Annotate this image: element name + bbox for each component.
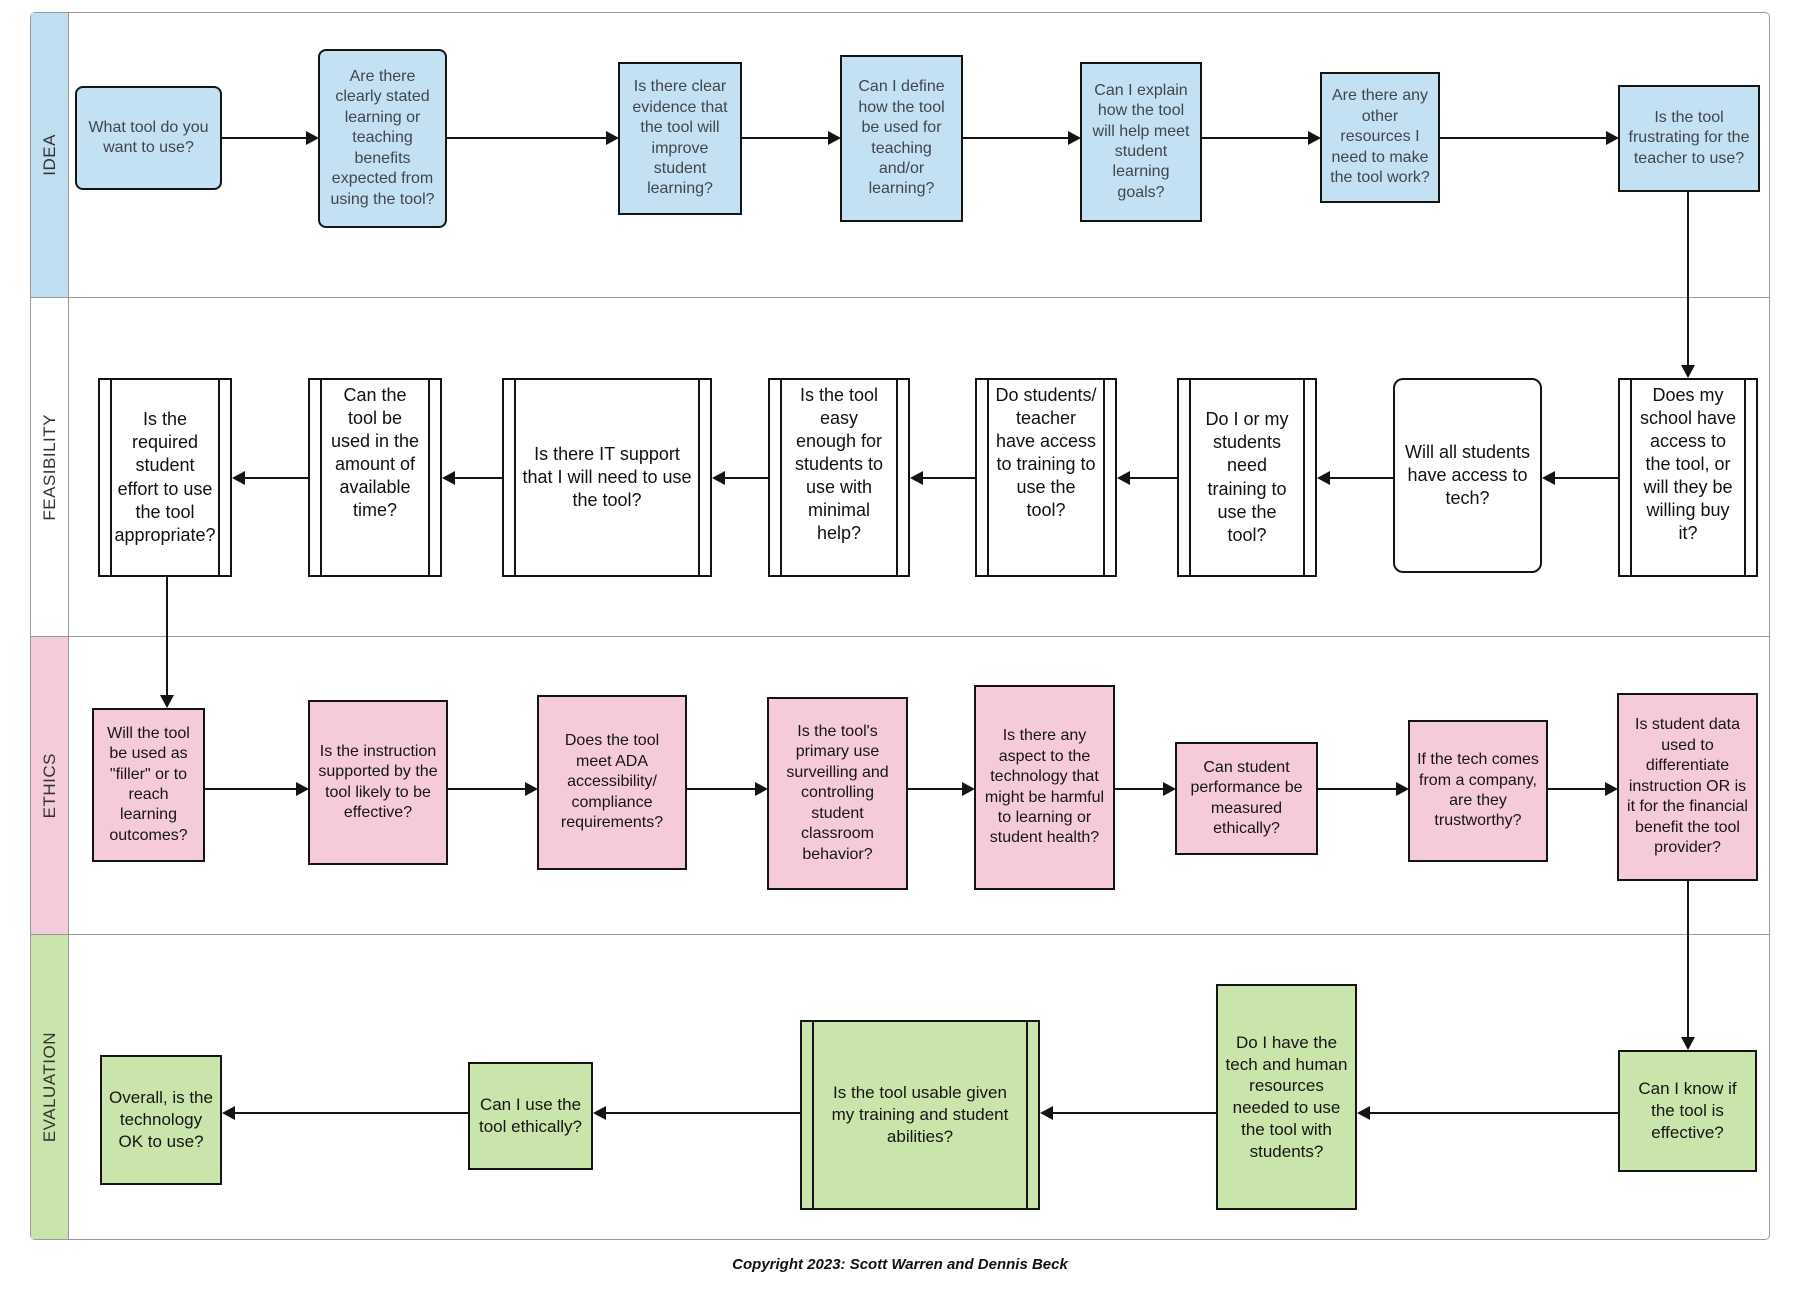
arrow-right: [908, 782, 975, 796]
arrow-left: [222, 1106, 468, 1120]
lane-feasibility: FEASIBILITY: [31, 298, 1769, 637]
arrow-down: [160, 577, 174, 708]
step-student-data-use: Is student data used to differentiate in…: [1617, 693, 1758, 881]
lane-ethics: ETHICS: [31, 637, 1769, 935]
step-access-to-training: Do students/ teacher have access to trai…: [975, 378, 1117, 577]
arrow-right: [1548, 782, 1618, 796]
step-surveilling: Is the tool's primary use surveilling an…: [767, 697, 908, 890]
step-filler-or-outcomes: Will the tool be used as "filler" or to …: [92, 708, 205, 862]
arrow-left: [1317, 471, 1393, 485]
step-ada-compliance: Does the tool meet ADA accessibility/ co…: [537, 695, 687, 870]
arrow-right: [687, 782, 768, 796]
arrow-right: [447, 131, 619, 145]
copyright-text: Copyright 2023: Scott Warren and Dennis …: [732, 1256, 1068, 1273]
arrow-right: [205, 782, 309, 796]
step-overall-ok: Overall, is the technology OK to use?: [100, 1055, 222, 1185]
step-define-use: Can I define how the tool be used for te…: [840, 55, 963, 222]
step-student-effort: Is the required student effort to use th…: [98, 378, 232, 577]
step-instruction-effective: Is the instruction supported by the tool…: [308, 700, 448, 865]
arrow-left: [1040, 1106, 1216, 1120]
arrow-right: [963, 131, 1081, 145]
lane-idea: IDEA: [31, 13, 1769, 298]
arrow-left: [593, 1106, 800, 1120]
arrow-left: [712, 471, 768, 485]
step-it-support: Is there IT support that I will need to …: [502, 378, 712, 577]
arrow-right: [448, 782, 538, 796]
lane-idea-band: IDEA: [31, 13, 69, 297]
arrow-right: [742, 131, 841, 145]
step-need-training: Do I or my students need training to use…: [1177, 378, 1317, 577]
step-frustrating: Is the tool frustrating for the teacher …: [1618, 85, 1760, 192]
lane-feasibility-label: FEASIBILITY: [39, 413, 59, 521]
step-measured-ethically: Can student performance be measured ethi…: [1175, 742, 1318, 855]
arrow-down: [1681, 192, 1695, 378]
step-clear-evidence: Is there clear evidence that the tool wi…: [618, 62, 742, 215]
lane-evaluation: EVALUATION: [31, 935, 1769, 1239]
lane-ethics-label: ETHICS: [39, 752, 59, 819]
step-use-ethically: Can I use the tool ethically?: [468, 1062, 593, 1170]
arrow-left: [1542, 471, 1618, 485]
arrow-left: [1117, 471, 1177, 485]
step-company-trustworthy: If the tech comes from a company, are th…: [1408, 720, 1548, 862]
step-tool-usable: Is the tool usable given my training and…: [800, 1020, 1040, 1210]
step-available-time: Can the tool be used in the amount of av…: [308, 378, 442, 577]
lane-idea-label: IDEA: [39, 134, 59, 176]
arrow-right: [222, 131, 319, 145]
step-harmful-aspect: Is there any aspect to the technology th…: [974, 685, 1115, 890]
step-stated-benefits: Are there clearly stated learning or tea…: [318, 49, 447, 228]
arrow-right: [1115, 782, 1176, 796]
lane-evaluation-label: EVALUATION: [39, 1031, 59, 1143]
step-students-access-tech: Will all students have access to tech?: [1393, 378, 1542, 573]
arrow-right: [1318, 782, 1409, 796]
step-other-resources: Are there any other resources I need to …: [1320, 72, 1440, 203]
arrow-left: [910, 471, 975, 485]
lane-feasibility-band: FEASIBILITY: [31, 298, 69, 636]
step-school-access: Does my school have access to the tool, …: [1618, 378, 1758, 577]
step-know-effective: Can I know if the tool is effective?: [1618, 1050, 1757, 1172]
step-tech-human-resources: Do I have the tech and human resources n…: [1216, 984, 1357, 1210]
arrow-right: [1440, 131, 1619, 145]
step-explain-goals: Can I explain how the tool will help mee…: [1080, 62, 1202, 222]
arrow-left: [442, 471, 502, 485]
arrow-down: [1681, 881, 1695, 1050]
step-easy-enough: Is the tool easy enough for students to …: [768, 378, 910, 577]
step-what-tool: What tool do you want to use?: [75, 86, 222, 190]
arrow-left: [232, 471, 308, 485]
arrow-right: [1202, 131, 1321, 145]
lane-evaluation-band: EVALUATION: [31, 935, 69, 1239]
arrow-left: [1357, 1106, 1618, 1120]
lane-ethics-band: ETHICS: [31, 637, 69, 934]
